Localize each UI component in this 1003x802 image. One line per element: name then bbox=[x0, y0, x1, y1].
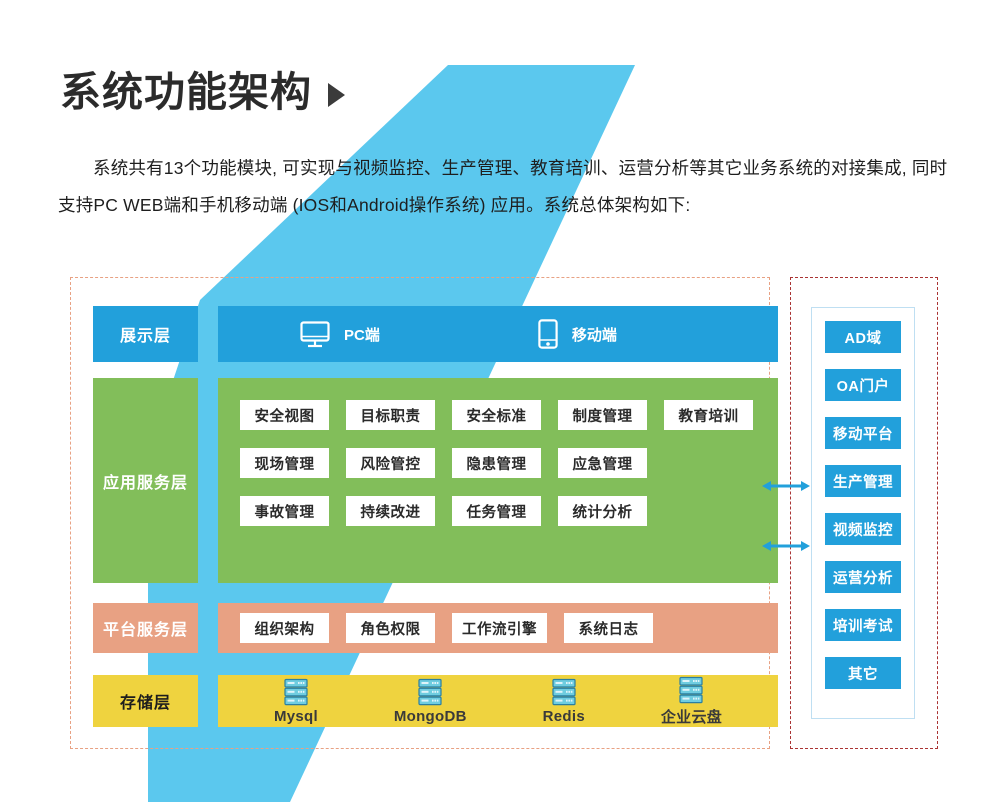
intro-paragraph: 系统共有13个功能模块, 可实现与视频监控、生产管理、教育培训、运营分析等其它业… bbox=[58, 158, 948, 215]
server-stack-icon bbox=[284, 678, 308, 705]
external-system-item[interactable]: 生产管理 bbox=[825, 465, 901, 497]
client-pc[interactable]: PC端 bbox=[300, 320, 380, 348]
double-arrow-horizontal-icon bbox=[762, 481, 810, 491]
module-box[interactable]: 制度管理 bbox=[558, 400, 647, 430]
layer-body-storage: Mysql MongoDB bbox=[218, 675, 778, 727]
module-box[interactable]: 任务管理 bbox=[452, 496, 541, 526]
external-system-item[interactable]: 培训考试 bbox=[825, 609, 901, 641]
layer-body-presentation: PC端 移动端 bbox=[218, 306, 778, 362]
double-arrow-horizontal-icon bbox=[762, 541, 810, 551]
server-stack-icon bbox=[418, 678, 442, 705]
module-box[interactable]: 系统日志 bbox=[564, 613, 653, 643]
external-system-item[interactable]: OA门户 bbox=[825, 369, 901, 401]
server-stack-icon bbox=[552, 678, 576, 705]
database-item[interactable]: Redis bbox=[543, 678, 585, 725]
layer-label-application: 应用服务层 bbox=[93, 378, 198, 583]
database-label: 企业云盘 bbox=[660, 708, 723, 726]
module-box[interactable]: 教育培训 bbox=[664, 400, 753, 430]
module-box[interactable]: 隐患管理 bbox=[452, 448, 541, 478]
external-systems-panel: AD域 OA门户 移动平台 生产管理 视频监控 运营分析 培训考试 其它 bbox=[790, 277, 938, 749]
database-label: Mysql bbox=[273, 707, 318, 725]
monitor-icon bbox=[300, 320, 330, 347]
mobile-phone-icon bbox=[538, 319, 558, 349]
module-row: 安全视图 目标职责 安全标准 制度管理 教育培训 bbox=[240, 400, 778, 430]
layer-label-presentation: 展示层 bbox=[93, 306, 198, 362]
layer-platform: 平台服务层 组织架构 角色权限 工作流引擎 系统日志 bbox=[93, 603, 778, 653]
layer-body-platform: 组织架构 角色权限 工作流引擎 系统日志 bbox=[218, 603, 778, 653]
module-box[interactable]: 持续改进 bbox=[346, 496, 435, 526]
module-box[interactable]: 现场管理 bbox=[240, 448, 329, 478]
database-item[interactable]: Mysql bbox=[274, 678, 318, 725]
database-label: MongoDB bbox=[393, 707, 467, 725]
triangle-right-icon bbox=[328, 82, 345, 107]
module-box[interactable]: 安全标准 bbox=[452, 400, 541, 430]
client-pc-label: PC端 bbox=[344, 326, 380, 344]
page-title: 系统功能架构 bbox=[60, 69, 312, 115]
client-mobile[interactable]: 移动端 bbox=[538, 319, 617, 349]
external-system-item[interactable]: 运营分析 bbox=[825, 561, 901, 593]
layer-label-storage: 存储层 bbox=[93, 675, 198, 727]
external-system-item[interactable]: 其它 bbox=[825, 657, 901, 689]
architecture-panel: 展示层 PC端 移动端 应用服务层 bbox=[70, 277, 778, 749]
module-box[interactable]: 组织架构 bbox=[240, 613, 329, 643]
layer-application: 应用服务层 安全视图 目标职责 安全标准 制度管理 教育培训 现场管理 风险管控… bbox=[93, 378, 778, 583]
module-box[interactable]: 统计分析 bbox=[558, 496, 647, 526]
client-mobile-label: 移动端 bbox=[571, 326, 617, 344]
module-row: 事故管理 持续改进 任务管理 统计分析 bbox=[240, 496, 778, 526]
layer-body-application: 安全视图 目标职责 安全标准 制度管理 教育培训 现场管理 风险管控 隐患管理 … bbox=[218, 378, 778, 583]
external-system-item[interactable]: AD域 bbox=[825, 321, 901, 353]
external-systems-list: AD域 OA门户 移动平台 生产管理 视频监控 运营分析 培训考试 其它 bbox=[811, 307, 915, 719]
database-label: Redis bbox=[542, 707, 585, 725]
module-box[interactable]: 安全视图 bbox=[240, 400, 329, 430]
layer-label-platform: 平台服务层 bbox=[93, 603, 198, 653]
external-system-item[interactable]: 视频监控 bbox=[825, 513, 901, 545]
layer-storage: 存储层 Mysql bbox=[93, 675, 778, 727]
module-box[interactable]: 工作流引擎 bbox=[452, 613, 547, 643]
server-stack-icon bbox=[679, 676, 704, 703]
page-header: 系统功能架构 bbox=[60, 72, 345, 113]
module-box[interactable]: 应急管理 bbox=[558, 448, 647, 478]
module-box[interactable]: 风险管控 bbox=[346, 448, 435, 478]
database-item[interactable]: MongoDB bbox=[394, 678, 467, 725]
module-box[interactable]: 目标职责 bbox=[346, 400, 435, 430]
layer-presentation: 展示层 PC端 移动端 bbox=[93, 306, 778, 362]
module-row: 现场管理 风险管控 隐患管理 应急管理 bbox=[240, 448, 778, 478]
database-item[interactable]: 企业云盘 bbox=[661, 676, 722, 727]
module-box[interactable]: 角色权限 bbox=[346, 613, 435, 643]
external-system-item[interactable]: 移动平台 bbox=[825, 417, 901, 449]
module-box[interactable]: 事故管理 bbox=[240, 496, 329, 526]
